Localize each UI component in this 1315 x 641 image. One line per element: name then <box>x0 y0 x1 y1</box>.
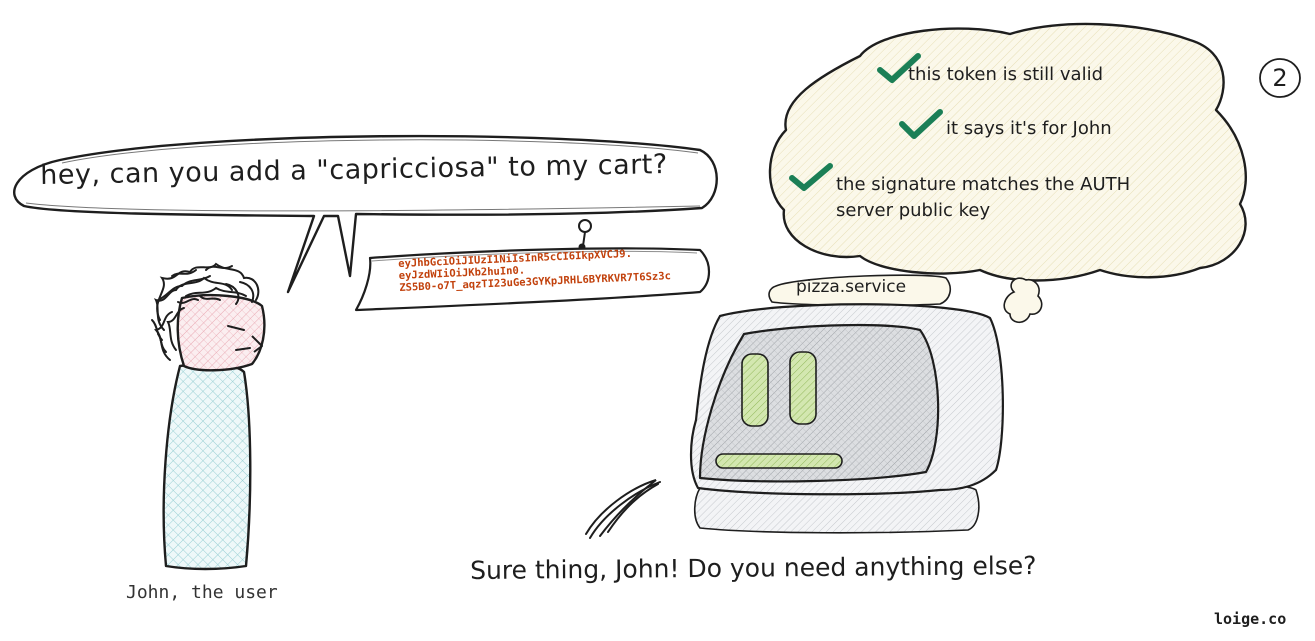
step-badge <box>1259 58 1301 98</box>
check-item-signature: the signature matches the AUTH server pu… <box>836 172 1130 224</box>
reply-speech-marks <box>585 479 661 539</box>
robot-mouth <box>715 453 843 469</box>
john-body <box>162 362 252 571</box>
brand-label: loige.co <box>1214 610 1287 628</box>
john-face <box>176 293 266 372</box>
check-icon <box>899 109 943 139</box>
step-number: 2 <box>1272 64 1288 92</box>
check-item-john: it says it's for John <box>946 118 1112 139</box>
user-caption: John, the user <box>126 582 278 603</box>
robot-left-eye <box>741 353 769 427</box>
robot-right-eye <box>789 351 817 425</box>
check-item-signature-line: server public key <box>836 200 991 221</box>
pizza-service-robot <box>689 274 1004 534</box>
john-hair <box>151 262 260 361</box>
check-item-signature-line: the signature matches the AUTH <box>836 174 1131 195</box>
service-label-plate <box>768 274 952 307</box>
service-reply-text: Sure thing, John! Do you need anything e… <box>470 551 1037 585</box>
check-item-valid: this token is still valid <box>908 64 1103 85</box>
check-icon <box>789 163 833 191</box>
service-name-label: pizza.service <box>796 277 907 297</box>
thought-cloud <box>768 22 1247 324</box>
check-icon <box>877 53 921 83</box>
user-speech-bubble <box>13 134 718 294</box>
john-figure <box>151 262 266 571</box>
token-tag <box>354 219 711 312</box>
